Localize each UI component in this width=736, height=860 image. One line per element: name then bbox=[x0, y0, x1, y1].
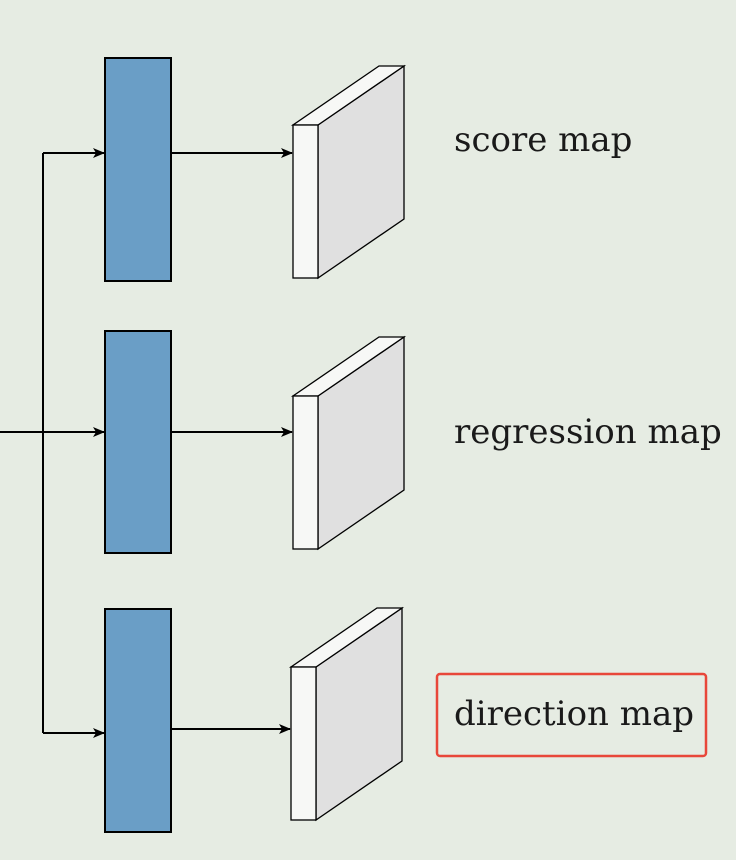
feature-map-block bbox=[288, 606, 405, 822]
conv-block bbox=[104, 57, 172, 282]
direction-map-label: direction map bbox=[454, 694, 694, 734]
branch-regression: regression map bbox=[43, 330, 722, 554]
feature-map-side bbox=[317, 64, 405, 280]
conv-block bbox=[104, 608, 172, 833]
branch-score: score map bbox=[43, 57, 632, 282]
input-connector bbox=[0, 153, 44, 733]
feature-map-block bbox=[290, 335, 407, 551]
feature-map-front bbox=[292, 395, 319, 550]
feature-map-front bbox=[290, 666, 317, 821]
conv-block bbox=[104, 330, 172, 554]
feature-map-side bbox=[317, 335, 405, 551]
feature-map-front bbox=[292, 124, 319, 279]
score-map-label: score map bbox=[454, 120, 632, 160]
feature-map-side bbox=[315, 606, 403, 822]
feature-map-block bbox=[290, 64, 407, 280]
direction-map-highlight-box bbox=[435, 672, 708, 758]
regression-map-label: regression map bbox=[454, 412, 722, 452]
branch-direction: direction map bbox=[43, 606, 708, 833]
